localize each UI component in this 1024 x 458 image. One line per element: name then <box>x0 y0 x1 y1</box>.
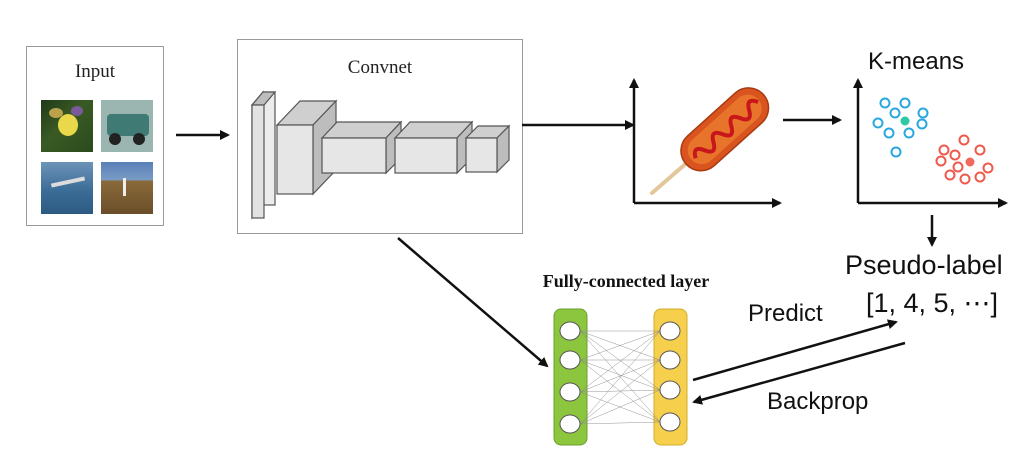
input-panel: Input <box>26 46 164 226</box>
arrow-convnet-to-fc <box>397 237 549 368</box>
convnet-layers <box>250 90 511 220</box>
cluster-red <box>935 134 994 185</box>
pseudo-label-title: Pseudo-label <box>845 250 1003 280</box>
fc-layer <box>553 308 688 446</box>
kmeans-title: K-means <box>868 48 965 75</box>
input-image-bird <box>41 162 93 214</box>
kmeans-axes <box>853 78 1008 208</box>
backprop-label: Backprop <box>767 388 869 415</box>
fc-title: Fully-connected layer <box>542 271 710 291</box>
convnet-title: Convnet <box>347 57 413 78</box>
cluster-blue <box>872 97 929 158</box>
centroid-blue <box>900 116 910 126</box>
input-image-flower <box>41 100 93 152</box>
hotdog-icon <box>650 87 770 195</box>
input-title: Input <box>74 61 116 82</box>
arrow-predict <box>692 319 898 382</box>
feature-space-axes <box>629 78 782 208</box>
pseudo-label-values: [1, 4, 5, ⋯] <box>866 288 999 318</box>
arrow-backprop <box>692 341 906 405</box>
input-image-field <box>101 162 153 214</box>
centroid-red <box>965 157 975 167</box>
input-image-car <box>101 100 153 152</box>
predict-label: Predict <box>748 300 823 327</box>
